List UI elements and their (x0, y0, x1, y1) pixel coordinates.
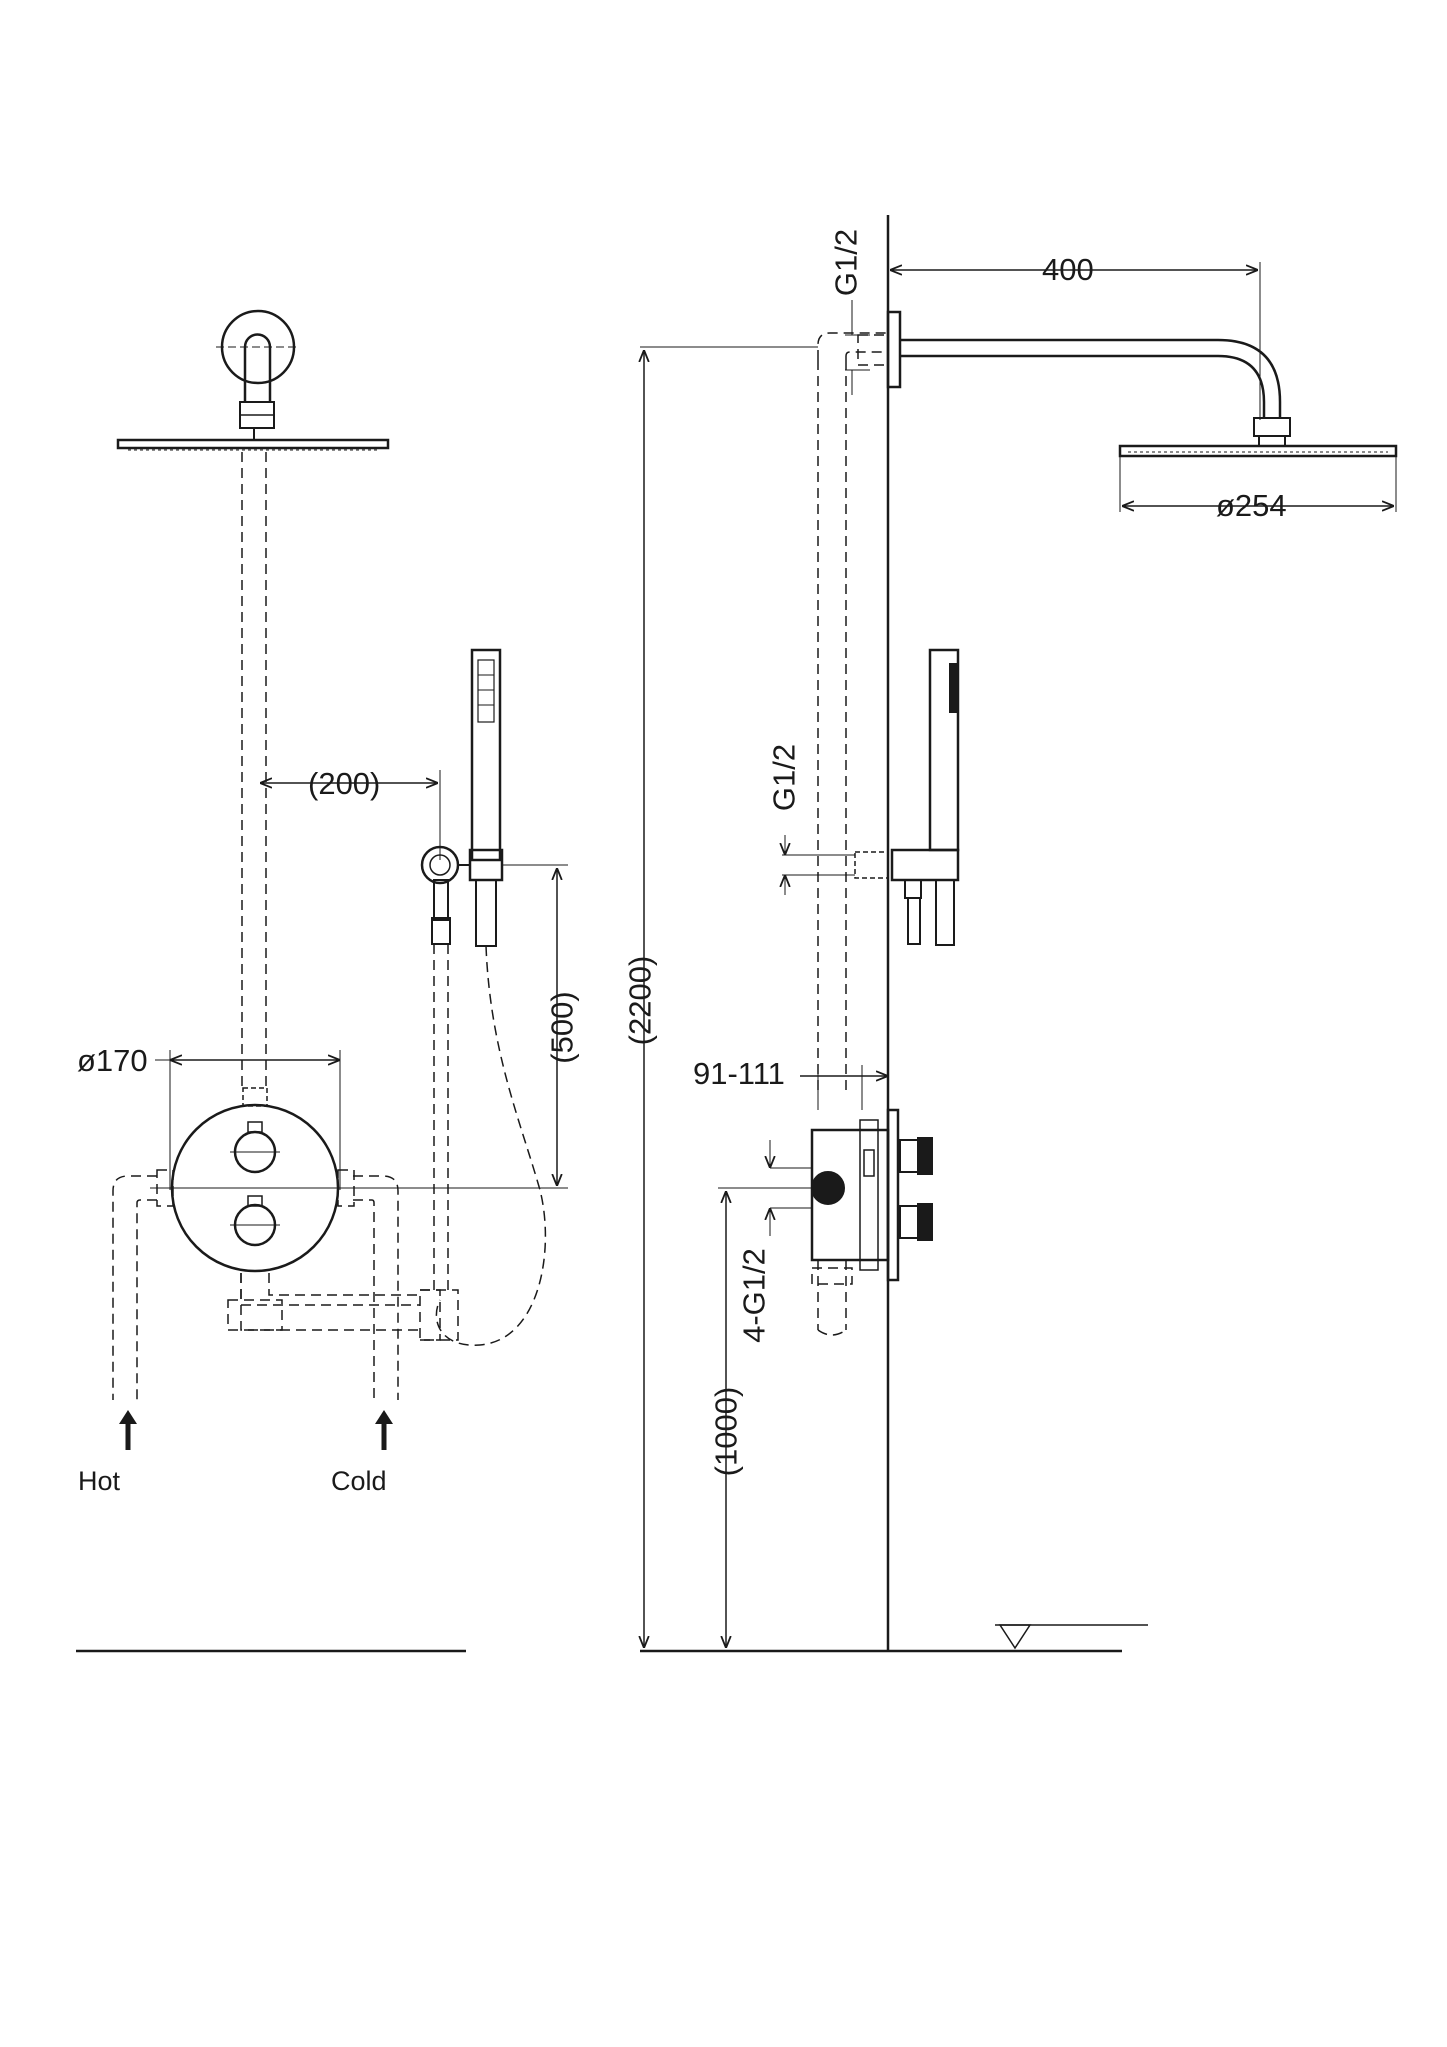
dim-total-height: (2200) (622, 955, 658, 1046)
side-view (640, 215, 1398, 1653)
dim-valve-height: (1000) (708, 1386, 744, 1477)
hand-shower-front (420, 648, 504, 947)
dim-top-thread: G1/2 (828, 228, 864, 297)
dim-wall-depth: 91-111 (693, 1056, 785, 1091)
cold-inlet-arrow (375, 1410, 393, 1450)
supply-pipes-front (112, 1169, 459, 1400)
shower-head-front (116, 428, 390, 451)
dim-head-diameter: ø254 (1216, 488, 1287, 523)
dim-arm-length: 400 (1042, 252, 1094, 287)
hand-shower-side (854, 648, 960, 946)
floor-level-symbol (995, 1624, 1148, 1652)
hose-front (433, 944, 547, 1346)
riser-pipe-side (817, 332, 889, 1090)
dim-valve-diameter: ø170 (77, 1043, 148, 1078)
dim-holder-thread: G1/2 (766, 743, 802, 812)
shower-head-side (1118, 444, 1398, 458)
dim-handshower-height: (500) (544, 991, 580, 1064)
riser-pipe-front (241, 452, 267, 1090)
dim-arm-offset: (200) (308, 766, 381, 801)
front-view (76, 309, 568, 1653)
label-hot: Hot (78, 1466, 121, 1496)
hot-inlet-arrow (119, 1410, 137, 1450)
thermostatic-valve-front (150, 1087, 400, 1273)
supply-pipes-side (811, 1260, 853, 1336)
dim-valve-threads: 4-G1/2 (736, 1248, 772, 1343)
thermostatic-valve-side (810, 1108, 933, 1282)
label-cold: Cold (331, 1466, 387, 1496)
shower-arm-side (886, 310, 1291, 447)
